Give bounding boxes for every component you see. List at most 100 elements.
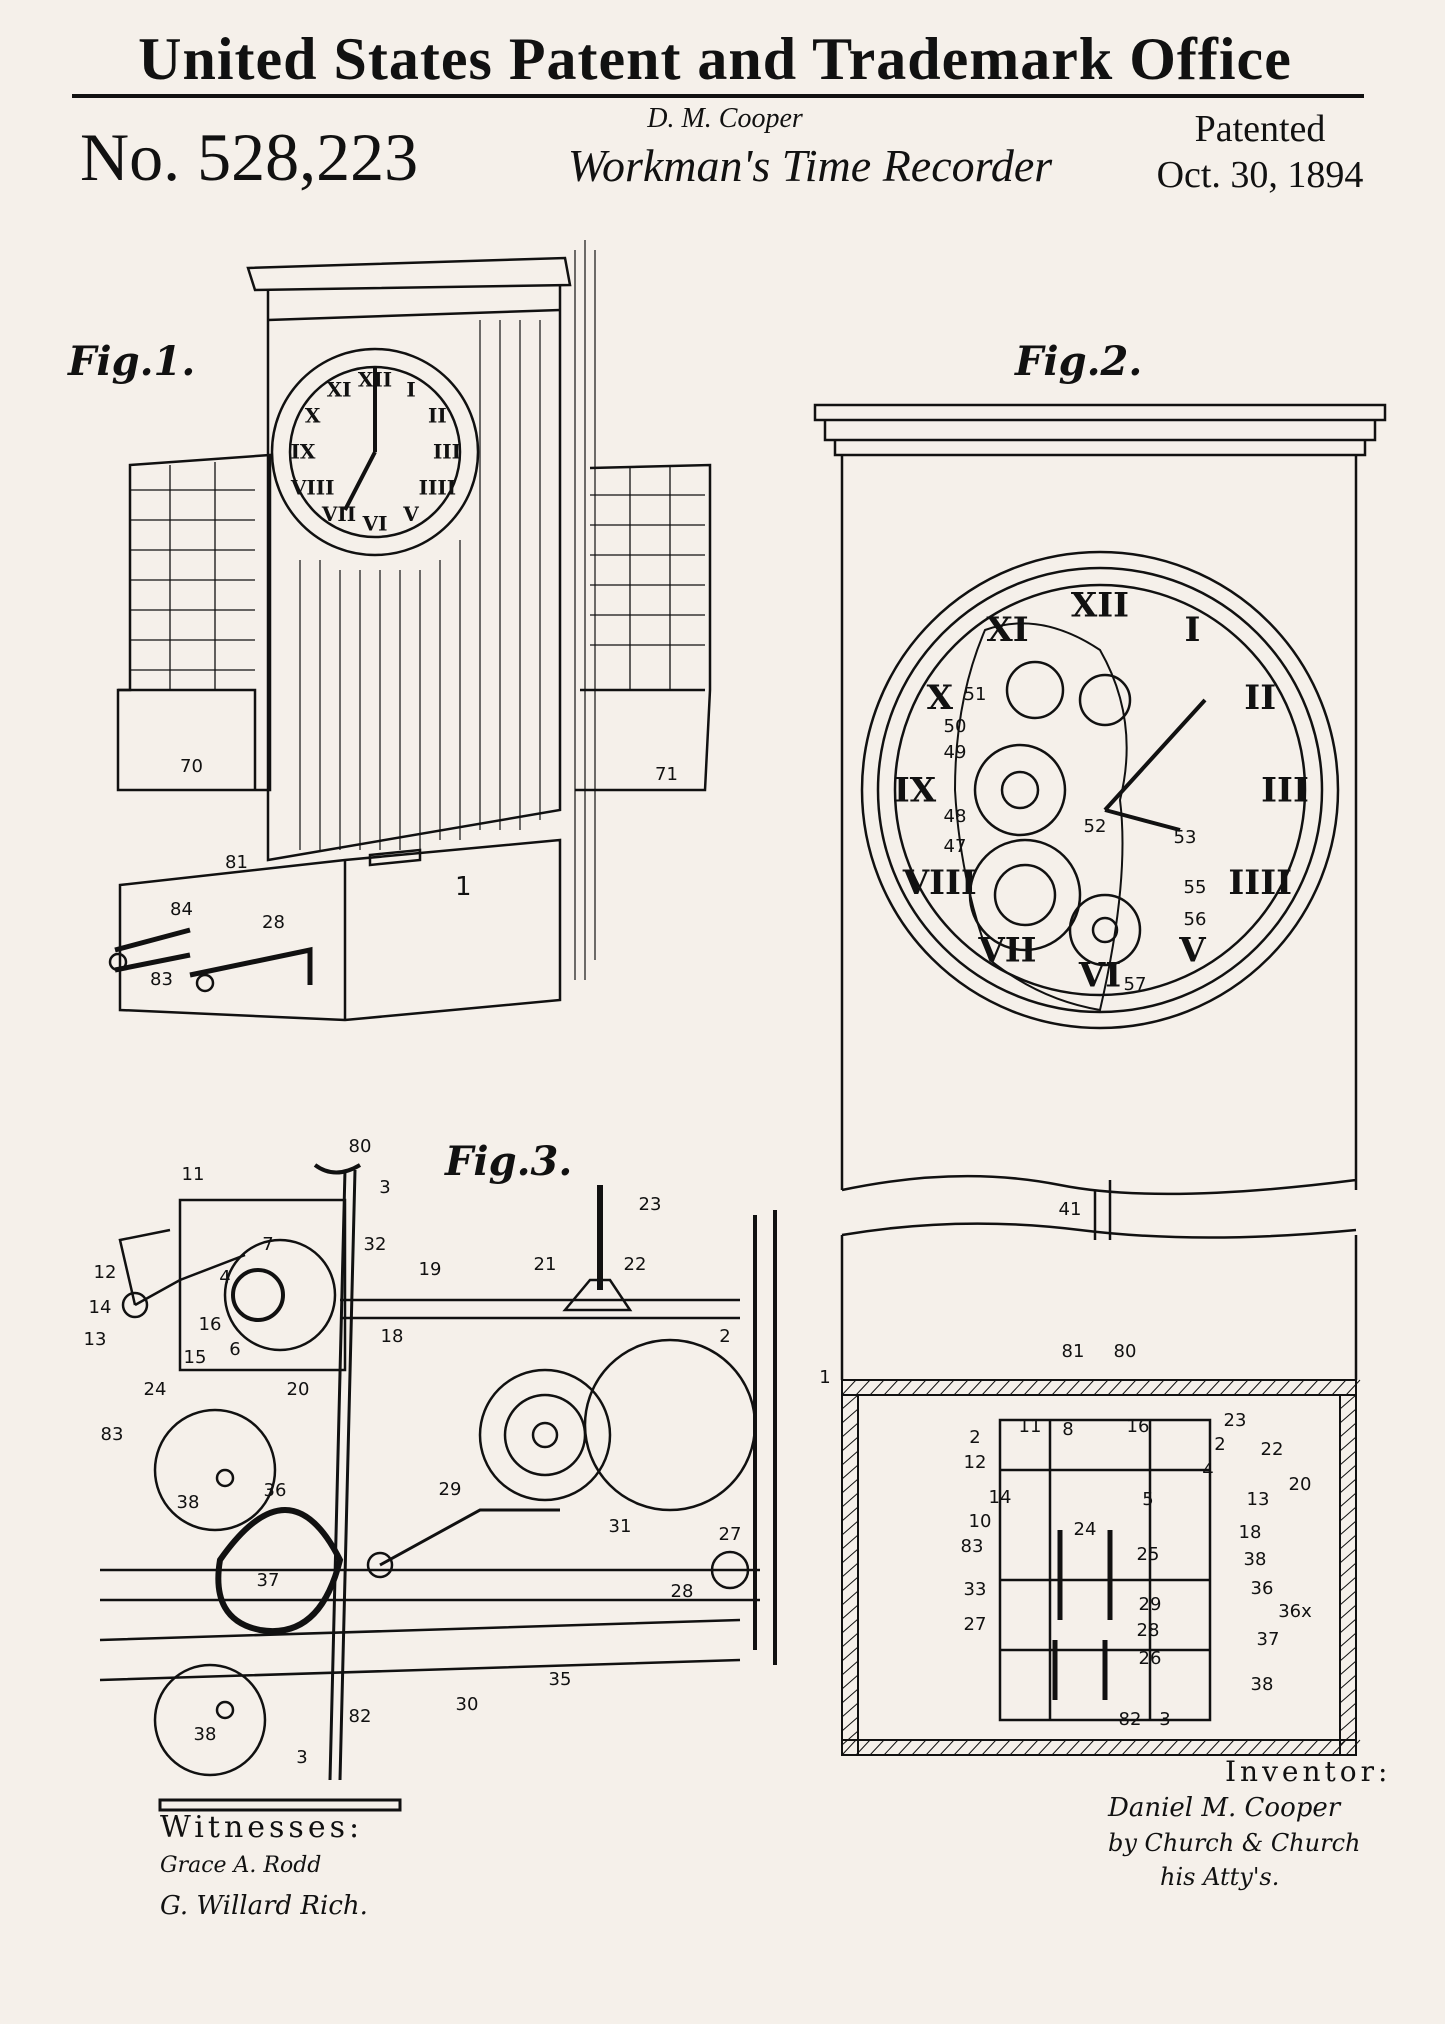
part-label: 82 — [1119, 1709, 1142, 1730]
patented-label: Patented — [1194, 108, 1326, 150]
clock-numeral: IIII — [1228, 863, 1292, 903]
part-label: 10 — [969, 1511, 992, 1532]
clock-numeral: III — [1261, 770, 1309, 810]
patented-date: Oct. 30, 1894 — [1156, 154, 1364, 196]
clock-numeral: VII — [321, 502, 356, 526]
part-label: 35 — [549, 1669, 572, 1690]
inventor-signature: Daniel M. Cooper — [1108, 1793, 1341, 1823]
fig3-label: Fig.3. — [444, 1138, 572, 1185]
part-label: 1 — [819, 1367, 830, 1388]
part-label: 13 — [84, 1329, 107, 1350]
part-label: 84 — [170, 899, 193, 920]
part-label: 57 — [1124, 974, 1147, 995]
fig1-clock-face — [270, 347, 480, 557]
part-label: 38 — [1251, 1674, 1274, 1695]
part-label: 7 — [262, 1234, 273, 1255]
clock-numeral: VI — [1078, 955, 1121, 995]
part-label: 52 — [1084, 816, 1107, 837]
clock-cap — [246, 256, 572, 292]
card-rack-left: 70 — [116, 453, 272, 792]
clock-numeral: XI — [986, 610, 1028, 650]
part-label: 25 — [1137, 1544, 1160, 1565]
part-label: 16 — [199, 1314, 222, 1335]
part-label: 27 — [719, 1524, 742, 1545]
part-label: 22 — [624, 1254, 647, 1275]
part-label: 21 — [534, 1254, 557, 1275]
part-label: 28 — [1137, 1620, 1160, 1641]
clock-numeral: III — [433, 440, 461, 464]
part-label: 31 — [609, 1516, 632, 1537]
inventor-label: Inventor: — [1225, 1755, 1392, 1788]
part-label: 29 — [1139, 1594, 1162, 1615]
invention-title: Workman's Time Recorder — [567, 140, 1053, 191]
part-label: 53 — [1174, 827, 1197, 848]
part-label: 38 — [194, 1724, 217, 1745]
part-label: 50 — [944, 716, 967, 737]
part-label: 36 — [1251, 1578, 1274, 1599]
attorney-label: his Atty's. — [1160, 1863, 1280, 1891]
part-label: 6 — [229, 1339, 240, 1360]
witness-signature-1: Grace A. Rodd — [160, 1853, 322, 1878]
patent-date-block: Patented Oct. 30, 1894 — [1120, 106, 1400, 198]
clock-numeral: IX — [894, 770, 937, 810]
clock-numeral: V — [402, 502, 419, 526]
part-label: 11 — [182, 1164, 205, 1185]
part-label: 49 — [944, 742, 967, 763]
part-label: 55 — [1184, 877, 1207, 898]
clock-numeral: IIII — [419, 476, 456, 500]
part-label: 83 — [101, 1424, 124, 1445]
witness-signature-2: G. Willard Rich. — [160, 1891, 368, 1921]
part-label: 8 — [1062, 1419, 1073, 1440]
part-label: 12 — [94, 1262, 117, 1283]
part-label: 2 — [719, 1326, 730, 1347]
fig1-label: Fig.1. — [67, 338, 195, 385]
title-underline — [72, 94, 1364, 98]
part-label: 82 — [349, 1706, 372, 1727]
clock-numeral: VI — [362, 512, 388, 536]
part-label: 13 — [1247, 1489, 1270, 1510]
part-label: 36 — [264, 1480, 287, 1501]
part-label: 12 — [964, 1452, 987, 1473]
part-label: 2 — [1214, 1434, 1225, 1455]
part-label: 11 — [1019, 1416, 1042, 1437]
part-label: 24 — [144, 1379, 167, 1400]
part-label: 1 — [455, 872, 472, 902]
part-label: 4 — [1202, 1460, 1213, 1481]
card-rack-right: 71 — [575, 463, 712, 792]
cutaway-mechanism — [953, 622, 1128, 1012]
clock-numeral: II — [1244, 678, 1276, 718]
patent-number: No. 528,223 — [80, 119, 419, 195]
part-label: 15 — [184, 1347, 207, 1368]
recorder-base: 81 84 83 28 1 — [108, 838, 562, 1022]
clock-numeral: II — [428, 404, 447, 428]
part-label: 81 — [1062, 1341, 1085, 1362]
part-label: 70 — [180, 756, 203, 777]
clock-numeral: VIII — [290, 476, 335, 500]
clock-numeral: I — [406, 377, 415, 401]
clock-numeral: XII — [1071, 585, 1129, 625]
part-label: 37 — [257, 1570, 280, 1591]
inventor-name: D. M. Cooper — [647, 103, 803, 134]
part-label: 23 — [1224, 1410, 1247, 1431]
clock-numeral: V — [1178, 931, 1206, 971]
clock-numeral: XI — [327, 377, 352, 401]
part-label: 14 — [89, 1297, 112, 1318]
fig2-clock-hands — [1103, 698, 1207, 832]
part-label: 30 — [456, 1694, 479, 1715]
fig1-clock-hands — [343, 368, 377, 511]
clock-numeral: VIII — [902, 863, 977, 903]
part-label: 3 — [296, 1747, 307, 1768]
part-label: 23 — [639, 1194, 662, 1215]
part-label: 38 — [1244, 1549, 1267, 1570]
part-label: 48 — [944, 806, 967, 827]
part-label: 3 — [379, 1177, 390, 1198]
part-label: 33 — [964, 1579, 987, 1600]
part-label: 22 — [1261, 1439, 1284, 1460]
part-label: 32 — [364, 1234, 387, 1255]
attorney-signature: by Church & Church — [1108, 1829, 1361, 1857]
part-label: 81 — [225, 852, 248, 873]
part-label: 18 — [381, 1326, 404, 1347]
part-label: 27 — [964, 1614, 987, 1635]
